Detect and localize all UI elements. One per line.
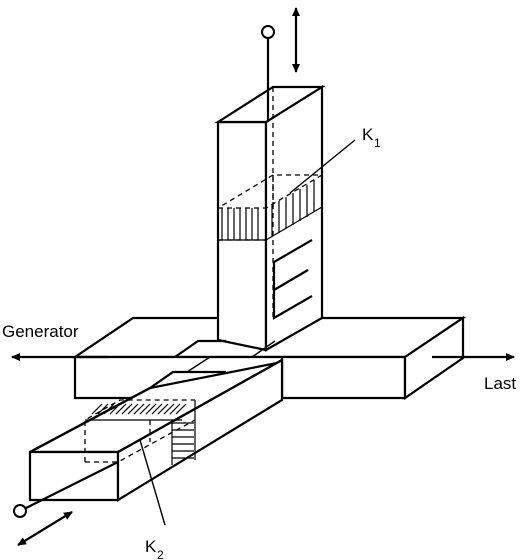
generator-label: Generator	[2, 322, 79, 341]
top-plunger	[261, 6, 300, 122]
coupling-slot	[149, 339, 276, 389]
k2-hatch-top	[85, 403, 187, 421]
k1-label-sub: 1	[374, 136, 381, 150]
k2-hatch-side	[171, 400, 196, 465]
k2-label: K 2	[145, 537, 164, 560]
e-arm-top-face	[214, 85, 326, 124]
h-arm-front-face	[28, 450, 120, 502]
k1-section-top	[217, 174, 325, 209]
e-arm	[214, 85, 326, 352]
k1-hatch-front	[218, 208, 266, 241]
top-plunger-knob[interactable]	[261, 25, 275, 39]
k2-section	[84, 399, 195, 462]
bottom-plunger-arrow	[17, 511, 73, 546]
h-arm-edge	[117, 359, 283, 453]
k1-label-main: K	[362, 125, 374, 144]
k2-label-sub: 2	[157, 548, 164, 560]
bottom-plunger-rod	[25, 461, 119, 509]
e-arm-front-face	[216, 120, 268, 352]
k1-leader	[289, 139, 356, 194]
last-label: Last	[484, 374, 516, 393]
e-plane-symbol	[272, 239, 313, 320]
k2-section	[85, 419, 196, 463]
k2-label-main: K	[145, 537, 157, 556]
k2-leader	[139, 439, 166, 526]
k1-hatch-side	[265, 180, 323, 241]
bottom-plunger-knob[interactable]	[13, 504, 27, 518]
h-arm	[28, 358, 284, 502]
k1-label: K 1	[362, 125, 381, 150]
bottom-plunger	[13, 461, 119, 546]
